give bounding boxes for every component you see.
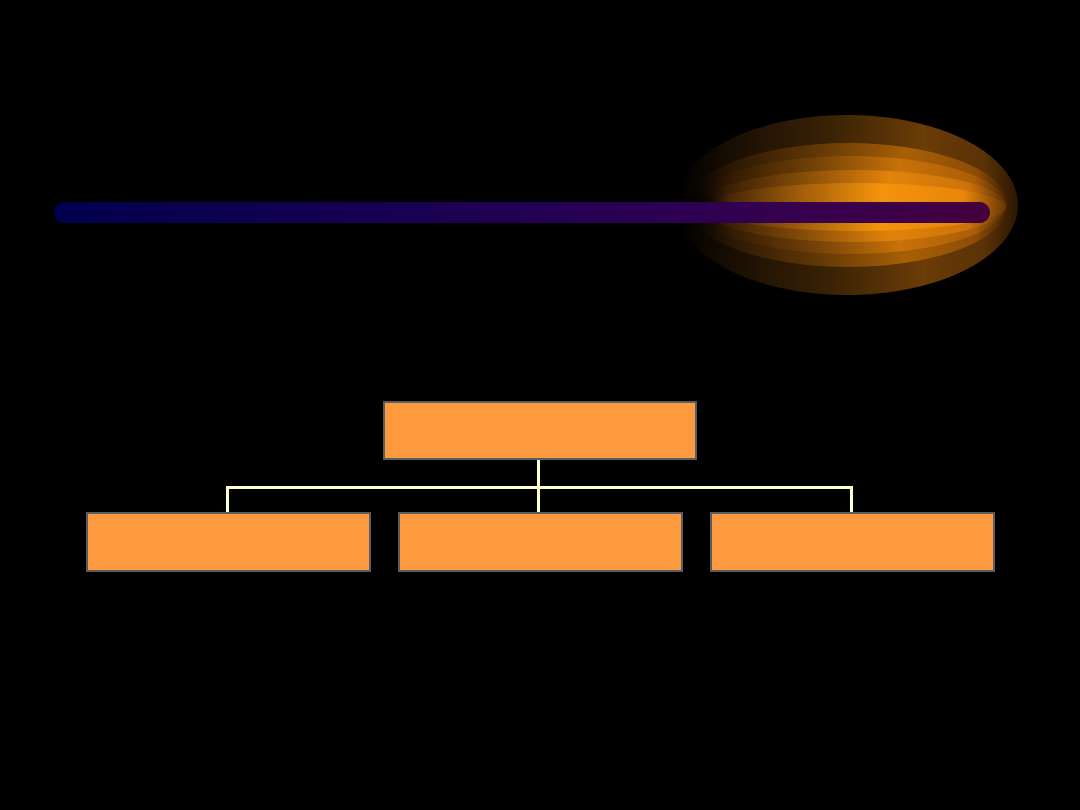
connector-drop-child-1 (226, 486, 229, 513)
org-box-child-1[interactable] (86, 512, 371, 572)
connector-drop-child-2 (537, 486, 540, 513)
org-box-child-2-label (400, 514, 681, 570)
connector-drop-child-3 (850, 486, 853, 513)
org-box-root[interactable] (383, 401, 697, 460)
org-box-child-1-label (88, 514, 369, 570)
org-box-child-3-label (712, 514, 993, 570)
org-box-root-label (385, 403, 695, 458)
connector-root-stem (537, 460, 540, 488)
org-box-child-3[interactable] (710, 512, 995, 572)
org-box-child-2[interactable] (398, 512, 683, 572)
